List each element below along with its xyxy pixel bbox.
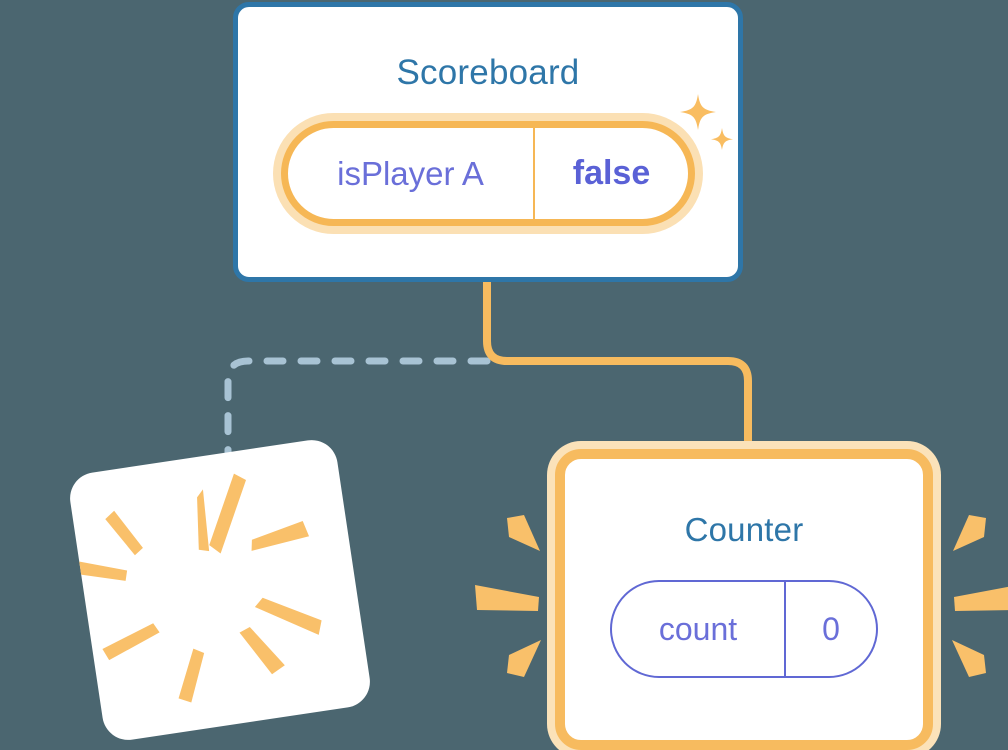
- counter-ray-left-top: [507, 515, 540, 551]
- counter-ray-right-bottom: [952, 640, 986, 677]
- scoreboard-pill-wrap: isPlayer A false: [238, 93, 738, 226]
- burst-ray-w: [72, 560, 128, 581]
- burst-ray-ne: [209, 473, 247, 554]
- counter-ray-right-top: [953, 515, 986, 551]
- counter-ray-right-middle: [954, 586, 1008, 611]
- burst-rays-group: [72, 473, 322, 703]
- scoreboard-state-value: false: [572, 154, 651, 192]
- burst-ray-e: [251, 521, 310, 551]
- blank-burst-card[interactable]: [66, 436, 374, 744]
- burst-ray-ssw: [178, 648, 205, 703]
- burst-ray-se: [254, 597, 322, 635]
- counter-card[interactable]: Counter count 0: [555, 449, 933, 750]
- solid-connector-to-counter: [483, 281, 752, 452]
- scoreboard-title: Scoreboard: [396, 53, 580, 92]
- scoreboard-card[interactable]: Scoreboard isPlayer A false: [233, 2, 743, 282]
- burst-ray-sw: [102, 623, 160, 661]
- counter-ray-left-middle: [475, 585, 539, 611]
- scoreboard-state-key: isPlayer A: [288, 128, 535, 219]
- counter-state-key: count: [612, 582, 786, 676]
- burst-ray-nw: [105, 510, 143, 556]
- counter-state-value: 0: [822, 610, 840, 647]
- burst-ray-n: [197, 489, 210, 552]
- counter-title: Counter: [684, 511, 804, 548]
- counter-ray-left-bottom: [507, 640, 541, 677]
- counter-state-pill[interactable]: count 0: [610, 580, 878, 678]
- scoreboard-state-pill[interactable]: isPlayer A false: [281, 121, 695, 226]
- burst-ray-s: [239, 627, 285, 675]
